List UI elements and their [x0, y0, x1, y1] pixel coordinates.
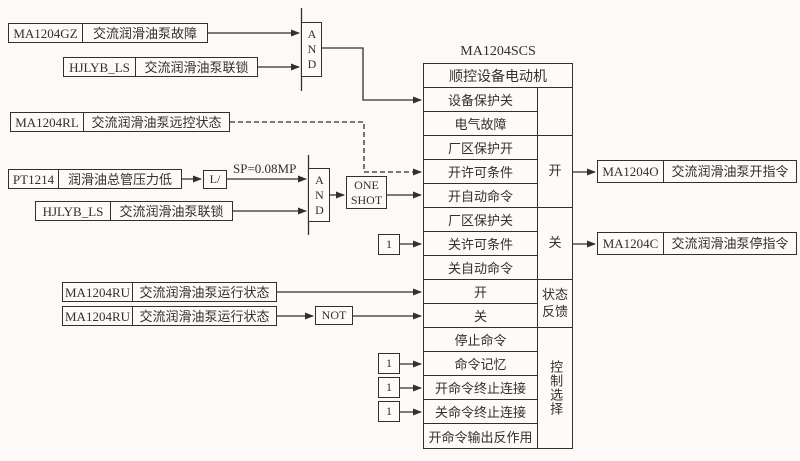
const-one-block-2: 1 — [378, 353, 400, 374]
input-block-interlock-2: HJLYB_LS 交流润滑油泵联锁 — [35, 201, 233, 221]
input-block-run-status-2: MA1204RU 交流润滑油泵运行状态 — [62, 306, 277, 326]
input-desc: 交流润滑油泵联锁 — [119, 203, 224, 219]
group-cell-control-select: 控制选择 — [538, 328, 572, 448]
not-gate-label: NOT — [321, 308, 347, 322]
input-block-fault: MA1204GZ 交流润滑油泵故障 — [8, 23, 208, 43]
input-tag: MA1204RU — [63, 283, 133, 301]
output-desc: 交流润滑油泵开指令 — [671, 164, 789, 179]
const-one-label: 1 — [386, 404, 392, 418]
controller-title: MA1204SCS — [460, 44, 536, 59]
table-row: 电气故障 — [424, 112, 538, 136]
output-tag: MA1204C — [598, 233, 664, 254]
low-select-label: L/ — [209, 172, 221, 186]
table-row: 关 — [424, 304, 538, 328]
input-tag: MA1204RU — [63, 307, 133, 325]
const-one-label: 1 — [386, 356, 392, 370]
table-row: 关命令终止连接 — [424, 400, 538, 424]
group-cell-status-feedback: 状态反馈 — [538, 280, 572, 328]
input-tag: MA1204GZ — [9, 24, 83, 42]
and-gate-1: AND — [301, 22, 322, 77]
table-row: 开命令终止连接 — [424, 376, 538, 400]
and-gate-label: AND — [312, 172, 327, 218]
output-block-open-cmd: MA1204O 交流润滑油泵开指令 — [597, 160, 797, 183]
table-row: 停止命令 — [424, 328, 538, 352]
connector-and1-to-protect-close — [321, 47, 422, 104]
table-header: 顺控设备电动机 — [424, 64, 572, 88]
and-gate-2: AND — [308, 168, 330, 222]
low-select-gate: L/ — [203, 170, 227, 189]
table-row: 命令记忆 — [424, 352, 538, 376]
output-tag: MA1204O — [598, 161, 664, 182]
table-row: 厂区保护开 — [424, 136, 538, 160]
input-tag: MA1204RL — [11, 113, 84, 131]
input-desc: 交流润滑油泵运行状态 — [139, 284, 270, 300]
not-gate: NOT — [315, 306, 353, 325]
input-desc: 交流润滑油泵远控状态 — [91, 114, 222, 130]
table-row: 开自动命令 — [424, 184, 538, 208]
one-shot-label: ONE SHOT — [350, 177, 383, 207]
sequence-control-table: 顺控设备电动机 设备保护关 电气故障 厂区保护开 开许可条件 开自动命令 厂区保… — [423, 63, 573, 449]
group-cell-blank — [538, 88, 572, 136]
input-tag: HJLYB_LS — [64, 58, 136, 76]
input-desc: 交流润滑油泵故障 — [92, 25, 197, 41]
table-row: 关许可条件 — [424, 232, 538, 256]
input-desc: 润滑油总管压力低 — [67, 171, 172, 187]
input-desc: 交流润滑油泵联锁 — [144, 59, 249, 75]
const-one-block-4: 1 — [378, 401, 400, 422]
output-desc: 交流润滑油泵停指令 — [671, 236, 789, 251]
output-block-stop-cmd: MA1204C 交流润滑油泵停指令 — [597, 232, 797, 255]
const-one-block-3: 1 — [378, 377, 400, 398]
table-row: 开命令输出反作用 — [424, 424, 538, 448]
const-one-label: 1 — [386, 237, 392, 251]
table-row: 关自动命令 — [424, 256, 538, 280]
setpoint-label: SP=0.08MP — [233, 161, 297, 176]
one-shot-gate: ONE SHOT — [346, 176, 387, 209]
const-one-label: 1 — [386, 380, 392, 394]
table-row: 设备保护关 — [424, 88, 538, 112]
group-cell-control-select-label: 控制选择 — [548, 360, 564, 416]
table-row: 开许可条件 — [424, 160, 538, 184]
table-row: 厂区保护关 — [424, 208, 538, 232]
and-gate-label: AND — [305, 27, 319, 72]
input-tag: PT1214 — [9, 170, 59, 188]
const-one-block-1: 1 — [378, 234, 400, 255]
input-tag: HJLYB_LS — [36, 202, 111, 220]
group-cell-open: 开 — [538, 136, 572, 208]
table-row: 开 — [424, 280, 538, 304]
connector-remote-to-open-permit — [230, 121, 422, 176]
input-block-interlock-1: HJLYB_LS 交流润滑油泵联锁 — [63, 57, 258, 77]
input-desc: 交流润滑油泵运行状态 — [139, 308, 270, 324]
input-block-remote-status: MA1204RL 交流润滑油泵远控状态 — [10, 112, 230, 132]
input-block-run-status-1: MA1204RU 交流润滑油泵运行状态 — [62, 282, 277, 302]
input-block-pressure-low: PT1214 润滑油总管压力低 — [8, 169, 182, 189]
group-cell-close: 关 — [538, 208, 572, 280]
